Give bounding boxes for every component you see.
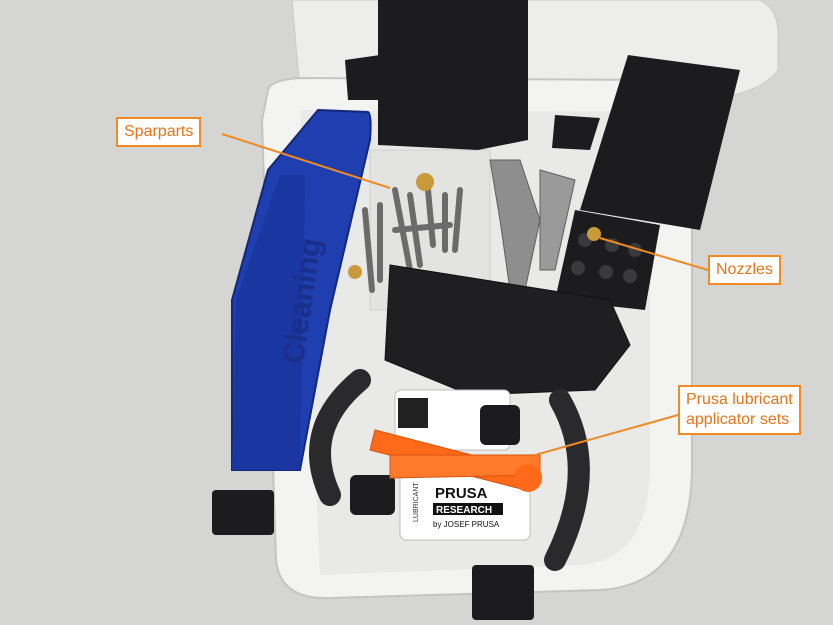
- callout-lubricant-line1: Prusa lubricant: [686, 391, 793, 408]
- leader-nozzles: [599, 237, 709, 271]
- screws: [362, 187, 463, 293]
- callout-nozzles: Nozzles: [708, 255, 781, 285]
- tweezers-tip: [539, 169, 576, 271]
- clip-top-right: [580, 55, 740, 230]
- latch-bottom-center: [472, 565, 534, 620]
- tube-cap-top: [480, 405, 520, 445]
- tube-by-text: by JOSEF PRUSA: [433, 520, 500, 529]
- tube-brand-text: PRUSA: [435, 485, 488, 502]
- tube-research-text: RESEARCH: [436, 505, 492, 516]
- callout-sparparts: Sparparts: [116, 117, 202, 147]
- callout-lubricant-line2: applicator sets: [686, 411, 790, 428]
- tube-cap-bottom: [350, 475, 395, 515]
- pliers-holder: [384, 264, 631, 396]
- pliers-handle-left: [309, 369, 371, 506]
- brass-nozzle: [587, 227, 601, 241]
- leader-sparparts: [221, 133, 391, 189]
- brass-nut: [416, 173, 434, 191]
- callout-lubricant: Prusa lubricant applicator sets: [678, 385, 801, 435]
- tube-side-text: LUBRICANT: [413, 482, 420, 522]
- qr-code: [398, 398, 428, 428]
- clip-hinge-left: [345, 55, 380, 100]
- clip-top-left: [378, 0, 528, 150]
- leader-lubricant: [534, 414, 679, 456]
- clip-hinge-right: [552, 115, 600, 150]
- pliers-handle-right: [544, 389, 590, 571]
- applicator-tip: [514, 464, 542, 492]
- tube-research-band: [433, 503, 503, 515]
- latch-bottom-left: [212, 490, 274, 535]
- brass-insert: [348, 265, 362, 279]
- cleaning-tool-shadow: [232, 175, 305, 470]
